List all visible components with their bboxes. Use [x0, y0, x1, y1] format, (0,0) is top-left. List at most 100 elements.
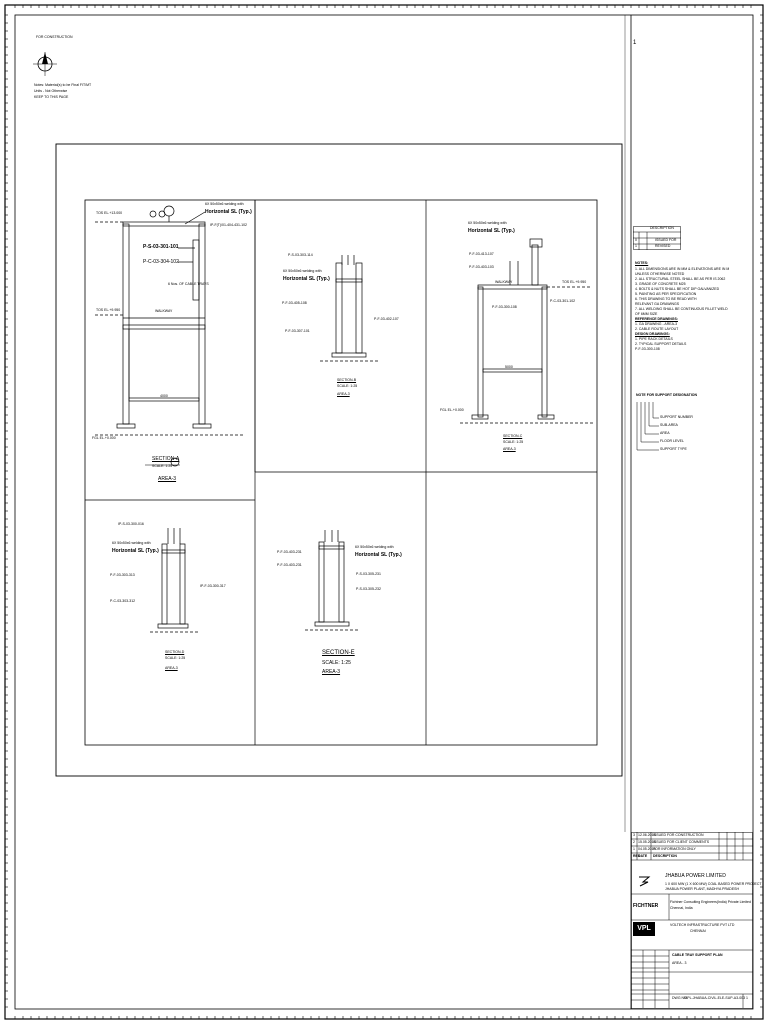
view3-tag-2: P-F-03-403-103 [469, 265, 494, 269]
view4-area: AREA-3 [165, 666, 178, 670]
drawing-sheet: 1 [746, 996, 748, 1000]
view3-elev-bottom: FGL EL.+0.000 [440, 408, 464, 412]
view1-elev-bottom: FGL EL.+0.000 [92, 436, 116, 440]
view3-tag-3: P-F-03-300-108 [492, 305, 517, 309]
client-location: JHABUA POWER PLANT, MADHYA PRADESH [665, 887, 740, 891]
view5-horizontal-note: Horizontal SL (Typ.) [355, 552, 402, 558]
note-item: UNLESS OTHERWISE NOTED [635, 271, 685, 276]
view4-drawing [150, 528, 200, 633]
notes-heading: NOTES: [635, 261, 649, 265]
drawing-subtitle: AREA - 3 [672, 961, 687, 965]
view5-weld-note: 6X 50x50x6 welding with [355, 545, 394, 549]
view5-section: SECTION-E [322, 650, 355, 656]
view1-beam-label: 4000 [160, 394, 168, 398]
rev-b-3-date: 04.05.2015 [638, 847, 656, 851]
rev-b-head-date: DATE [638, 854, 648, 858]
view1-tag-3: IP-F(T)/01-404-431-102 [210, 223, 247, 227]
note-item: 5. PAINTING AS PER SPECIFICATION [635, 291, 697, 296]
legend-item-5: SUPPORT TYPE [660, 447, 687, 451]
view2-horizontal-note: Horizontal SL (Typ.) [283, 276, 330, 282]
design-heading: DESIGN DRAWINGS: [635, 331, 670, 336]
view3-tag-1: P-F-03-413-107 [469, 252, 494, 256]
note-item: RELEVANT GA DRAWINGS [635, 301, 680, 306]
legend-item-3: AREA [660, 431, 670, 435]
drawing-number: VIPL-JHABUA-CIVIL-ELE-SUP-A3-003 [684, 996, 746, 1000]
view3-elev-top: TOS EL.+9.950 [562, 280, 587, 284]
view1-section: SECTION-A [152, 456, 180, 462]
title-block [631, 832, 753, 1009]
rev-top-2: 1 [635, 244, 637, 248]
view3-scale: SCALE: 1:25 [503, 440, 524, 444]
view1-elev-mid: TOS EL.+9.950 [96, 308, 121, 312]
top-note-4: KEEP TO THIS PAGE [34, 95, 69, 99]
view1-area: AREA-3 [158, 476, 177, 482]
view3-drawing [460, 238, 595, 424]
view4-tag-3: P-C-03-303-312 [110, 599, 136, 603]
rev-top-1: 0 [635, 238, 637, 242]
top-note-3: Units - Not Otherwise [34, 89, 68, 93]
note-item: 6. THIS DRAWING TO BE READ WITH [635, 296, 697, 301]
design-item: 1. PIPE RACK DETAILS [635, 336, 673, 341]
view5-tag-2: P-F-03-403-231 [277, 563, 302, 567]
legend-item-4: FLOOR LEVEL [660, 439, 684, 443]
notes-panel: NOTES: 1. ALL DIMENSIONS ARE IN MM & ELE… [635, 261, 729, 353]
note-item: 4. BOLTS & NUTS SHALL BE HOT DIP GALVANI… [635, 286, 720, 291]
view2-drawing [320, 255, 380, 362]
ref-item: 2. CABLE ROUTE LAYOUT [635, 326, 679, 331]
view3-walkway: WALKWAY [495, 280, 513, 284]
view2-tag-2: P-F-03-405-108 [282, 301, 307, 305]
consultant-logo: FICHTNER [633, 903, 659, 909]
view3-area: AREA-3 [503, 447, 516, 451]
view5-scale: SCALE: 1:25 [322, 660, 351, 666]
view4-tag-4: IP-F-03-300-317 [200, 584, 226, 588]
view1-drawing [95, 205, 245, 467]
contractor-name: VOLTECH INFRASTRUCTURE PVT LTD [670, 923, 735, 927]
contractor-city: CHENNAI [690, 929, 706, 933]
north-arrow-icon [33, 52, 57, 76]
view4-section: SECTION-D [165, 650, 185, 654]
rev-b-2-date: 15.05.2015 [638, 840, 656, 844]
rev-b-1-desc: ISSUED FOR CONSTRUCTION [653, 833, 704, 837]
view3-horizontal-note: Horizontal SL (Typ.) [468, 228, 515, 234]
consultant-text-1: Fichtner Consulting Engineers(India) Pri… [670, 900, 751, 904]
top-note-2: Notes: Material(s) to be Final FIT/MT [34, 83, 92, 87]
view1-walkway: WALKWAY [155, 309, 173, 313]
client-name: JHABUA POWER LIMITED [665, 873, 726, 879]
view2-section: SECTION-B [337, 378, 357, 382]
view5-tag-4: P-S-03-305-232 [356, 587, 381, 591]
view2-scale: SCALE: 1:25 [337, 384, 358, 388]
legend-diagram [636, 402, 659, 451]
consultant-text-2: Chennai, India [670, 906, 693, 910]
revision-table-top [633, 226, 681, 250]
rev-b-head-rev: REV [633, 854, 641, 858]
note-item: OF 6MM SIZE [635, 311, 658, 316]
view2-area: AREA-3 [337, 392, 350, 396]
rev-b-2-rev: 2 [633, 840, 635, 844]
rev-b-3-desc: FOR INFORMATION ONLY [653, 847, 696, 851]
view5-area: AREA-3 [322, 669, 341, 675]
view5-tag-3: P-S-03-305-231 [356, 572, 381, 576]
ref-heading: REFERENCE DRAWINGS: [635, 316, 678, 321]
drawing-number-label: DWG NO. [672, 996, 688, 1000]
page-number: 1 [633, 40, 637, 46]
legend-item-1: SUPPORT NUMBER [660, 415, 693, 419]
top-note-1: FOR CONSTRUCTION [36, 35, 73, 39]
rev-b-head-desc: DESCRIPTION [653, 854, 677, 858]
view2-tag-3: P-F-03-307-101 [285, 329, 310, 333]
view3-tag-4: P-C-03-301-102 [550, 299, 576, 303]
view3-beam-label: 5000 [505, 365, 513, 369]
contractor-logo: VPL [633, 922, 655, 936]
view4-tag-2: P-F-03-303-313 [110, 573, 135, 577]
legend-heading: NOTE FOR SUPPORT DESIGNATION [636, 393, 697, 397]
view3-weld-note: 6X 50x50x6 welding with [468, 221, 507, 225]
view4-horizontal-note: Horizontal SL (Typ.) [112, 548, 159, 554]
legend-example: P-F-03-300-108 [635, 346, 660, 351]
view2-tag-4: P-F-03-402-107 [374, 317, 399, 321]
design-item: 2. TYPICAL SUPPORT DETAILS [635, 341, 687, 346]
rev-top-header: DESCRIPTION [650, 226, 674, 230]
rev-b-1-date: 12.06.2015 [638, 833, 656, 837]
client-logo-icon [639, 876, 651, 887]
view1-weld-note: 6X 50x50x6 welding with [205, 202, 244, 206]
ref-item: 1. GA DRAWING - AREA-3 [635, 321, 678, 326]
